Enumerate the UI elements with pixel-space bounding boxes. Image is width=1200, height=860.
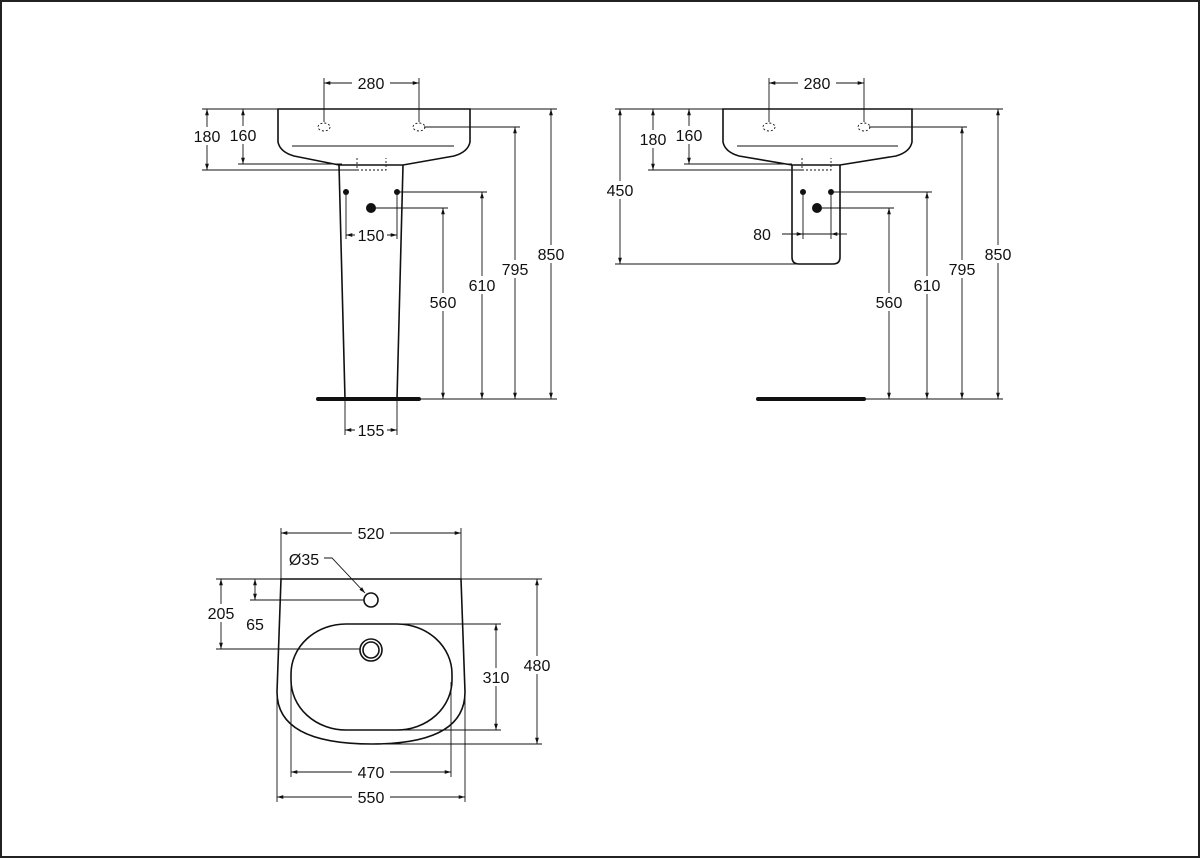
- semi-pedestal-outline: [791, 165, 841, 265]
- dim-180: 180: [194, 129, 221, 146]
- dim-850: 850: [985, 247, 1012, 264]
- dim-80: 80: [753, 227, 771, 244]
- pedestal-front-view: 280 180 160 150 155 560 610 795: [190, 74, 568, 440]
- dim-795: 795: [502, 262, 529, 279]
- dim-160: 160: [676, 128, 703, 145]
- semi-pedestal-front-view: 280 450 180 160 80 560 610 795 850: [603, 74, 1015, 401]
- dim-560: 560: [430, 295, 457, 312]
- dim-560: 560: [876, 295, 903, 312]
- dim-310: 310: [483, 670, 510, 687]
- tap-hole: [363, 592, 379, 608]
- dim-610: 610: [469, 278, 496, 295]
- dim-280: 280: [804, 76, 831, 93]
- dim-480: 480: [524, 658, 551, 675]
- waste-inner: [362, 641, 380, 659]
- waste-outlet: [366, 203, 376, 213]
- dim-470: 470: [358, 765, 385, 782]
- fixing-point: [343, 189, 349, 195]
- dim-550: 550: [358, 790, 385, 807]
- basin-top-view: 520 Ø35 205 65 310 480 470 550: [204, 524, 554, 807]
- dim-180: 180: [640, 132, 667, 149]
- dim-150: 150: [358, 228, 385, 245]
- dim-160: 160: [230, 128, 257, 145]
- bowl-outline: [290, 623, 453, 731]
- basin-outline: [277, 108, 471, 166]
- waste-outlet: [812, 203, 822, 213]
- fixing-point: [394, 189, 400, 195]
- dim-850: 850: [538, 247, 565, 264]
- dim-diameter-35: Ø35: [289, 552, 319, 569]
- waste-outer: [359, 638, 383, 662]
- dim-795: 795: [949, 262, 976, 279]
- dim-280: 280: [358, 76, 385, 93]
- dim-450: 450: [607, 183, 634, 200]
- pedestal-outline: [338, 164, 404, 400]
- dim-155: 155: [358, 423, 385, 440]
- dim-205: 205: [208, 606, 235, 623]
- tap-hole-left: [317, 122, 331, 132]
- basin-outline: [722, 108, 913, 166]
- tap-hole-right: [412, 122, 426, 132]
- dim-520: 520: [358, 526, 385, 543]
- dim-610: 610: [914, 278, 941, 295]
- dim-65: 65: [246, 617, 264, 634]
